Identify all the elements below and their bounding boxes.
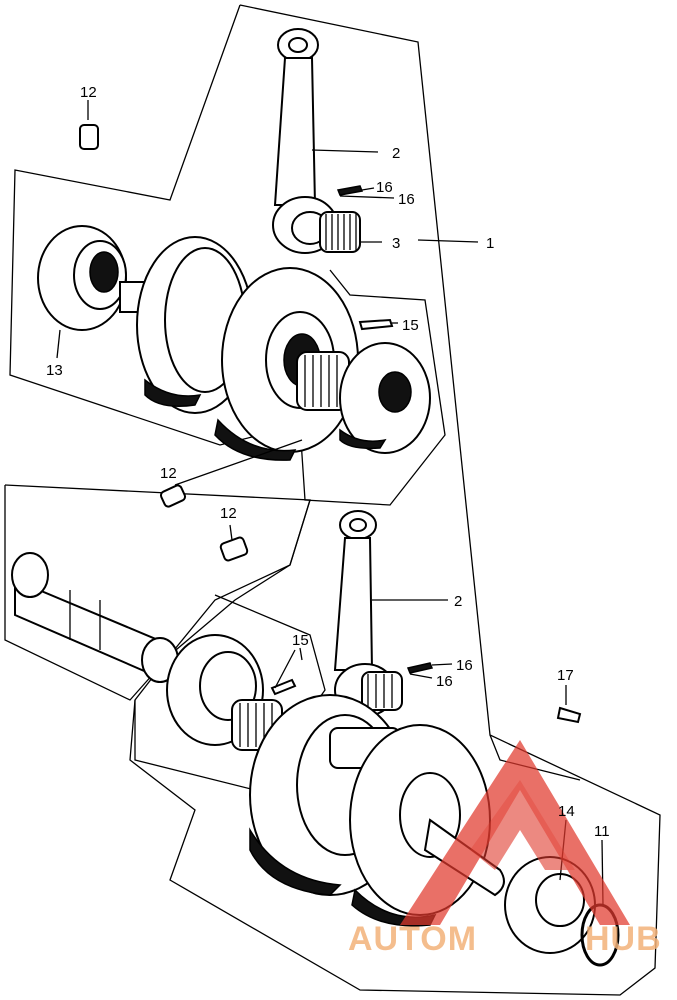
automotive-hub-watermark: AUTOM HUB [348,740,662,958]
assembly-boundary-right [489,734,581,781]
woodruff-key-17 [556,706,582,724]
bearing-14 [504,856,596,954]
pin-12-low [219,536,249,562]
pin-12-top [79,124,99,150]
label-13: 13 [46,362,63,379]
label-1: 1 [486,235,494,252]
label-12-low: 12 [220,505,237,522]
label-15-bottom: 15 [292,632,309,649]
watermark-text-right: HUB [585,920,662,958]
label-12-mid: 12 [160,465,177,482]
key-15-lower [270,678,297,696]
needle-bearing-upper [319,211,361,253]
label-12-top: 12 [80,84,97,101]
label-16-bottom-a: 16 [456,657,473,674]
pin-16-upper [336,185,364,196]
assembly-boundary-upper [9,4,446,506]
label-2-top: 2 [392,145,400,162]
crank-shaft-lower-left [11,552,179,683]
label-16-top-a: 16 [376,179,393,196]
label-11: 11 [594,823,610,840]
watermark-text-left: AUTOM [348,920,477,958]
label-16-bottom-b: 16 [436,673,453,690]
label-16-top-b: 16 [398,191,415,208]
bearing-collar-upper [339,342,431,454]
label-15-top: 15 [402,317,419,334]
assembly-boundary-outer [4,4,661,996]
bearing-13 [37,225,127,331]
label-14: 14 [558,803,575,820]
label-17: 17 [557,667,574,684]
triangle-logo-icon [400,740,630,925]
label-3: 3 [392,235,400,252]
label-2-bottom: 2 [454,593,462,610]
needle-bearing-lower [361,671,403,711]
key-15-upper [358,318,394,331]
pin-12-mid [159,484,187,508]
pin-16-lower [406,662,434,674]
